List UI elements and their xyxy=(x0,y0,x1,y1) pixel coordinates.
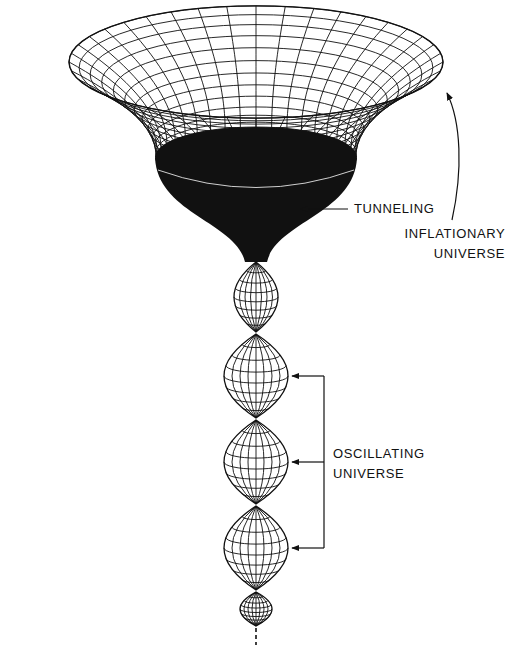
grid-meridian xyxy=(287,9,314,129)
bead-meridian xyxy=(256,592,260,626)
bead-ring xyxy=(226,387,286,394)
bead-outline xyxy=(224,420,288,504)
region-label: TUNNELING xyxy=(354,199,435,219)
bead-meridian xyxy=(256,420,264,504)
grid-meridian xyxy=(256,6,257,127)
bead-outline xyxy=(224,506,288,590)
region-label: OSCILLATING UNIVERSE xyxy=(333,444,425,484)
region-label: INFLATIONARY UNIVERSE xyxy=(405,224,505,264)
bead-ring xyxy=(232,397,280,402)
bead-outline xyxy=(234,262,278,332)
grid-meridian xyxy=(272,7,286,128)
bead-meridian xyxy=(256,506,264,590)
bead-ring xyxy=(226,452,286,459)
bead-ring xyxy=(242,345,270,348)
leader-arrow xyxy=(301,208,348,209)
bead-ring xyxy=(226,559,286,566)
bead-ring xyxy=(232,483,280,488)
bead-ring xyxy=(226,538,286,545)
grid-meridian xyxy=(227,7,241,128)
bead-ring xyxy=(249,622,263,624)
bead-ring xyxy=(232,441,280,446)
bead-ring xyxy=(246,323,265,325)
leader-arrow xyxy=(447,93,459,220)
grid-meridian xyxy=(124,22,186,135)
bead-meridian xyxy=(256,334,257,418)
bead-meridian xyxy=(248,420,256,504)
bead-ring xyxy=(242,408,270,411)
bead-ring xyxy=(234,297,278,302)
bead-ring xyxy=(232,355,280,360)
grid-meridian xyxy=(78,45,161,148)
bead-meridian xyxy=(248,506,256,590)
bead-outline xyxy=(224,334,288,418)
bead-meridian xyxy=(256,420,257,504)
bead-ring xyxy=(232,527,280,532)
bead-ring xyxy=(240,609,272,613)
grid-meridian xyxy=(78,79,161,166)
grid-meridian xyxy=(355,53,441,152)
bead-ring xyxy=(232,569,280,574)
bead-ring xyxy=(242,431,270,434)
dashed-continuation xyxy=(255,628,257,645)
bead-ring xyxy=(240,315,273,319)
bead-ring xyxy=(226,366,286,373)
bead-meridian xyxy=(256,506,257,590)
bead-ring xyxy=(246,271,265,273)
bead-ring xyxy=(242,517,270,520)
bead-meridian xyxy=(252,592,256,626)
bead-ring xyxy=(226,473,286,480)
bead-ring xyxy=(224,548,288,555)
throat-highlight xyxy=(158,170,354,188)
bead-ring xyxy=(244,601,268,604)
bead-ring xyxy=(235,288,276,292)
oscillating-beads xyxy=(224,262,288,626)
bead-ring xyxy=(249,596,263,598)
grid-meridian xyxy=(327,22,389,135)
grid-meridian xyxy=(345,37,423,144)
bead-meridian xyxy=(256,592,257,626)
grid-meridian xyxy=(198,9,225,129)
grid-meridian xyxy=(105,29,175,139)
grid-meridian xyxy=(89,37,167,144)
grid-meridian xyxy=(69,62,156,157)
bead-meridian xyxy=(256,334,264,418)
leader-arrow xyxy=(292,375,324,376)
tunneling-throat xyxy=(155,127,357,262)
throat-bulb xyxy=(155,158,357,262)
bead-ring xyxy=(240,280,273,284)
grid-meridian xyxy=(71,53,157,152)
leader-arrow xyxy=(292,461,324,462)
grid-meridian xyxy=(351,45,434,148)
bead-ring xyxy=(242,494,270,497)
bead-meridian xyxy=(248,334,256,418)
bead-ring xyxy=(241,613,271,616)
bead-outline xyxy=(240,592,272,626)
bead-ring xyxy=(242,580,270,583)
bead-ring xyxy=(244,618,268,621)
bead-ring xyxy=(241,605,271,608)
bead-ring xyxy=(224,462,288,469)
bead-ring xyxy=(235,306,276,310)
funnel-rim xyxy=(69,6,443,118)
leader-arrow xyxy=(292,547,324,548)
grid-meridian xyxy=(351,79,434,166)
bead-ring xyxy=(224,376,288,383)
